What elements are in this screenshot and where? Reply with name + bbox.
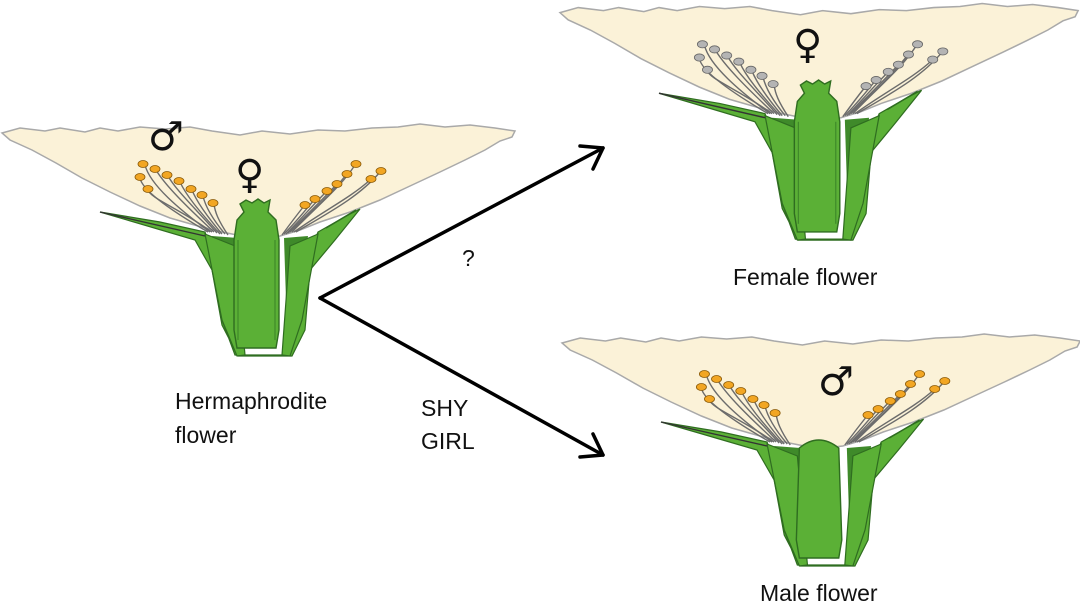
female-flower-symbol: ♀: [793, 22, 822, 68]
male-flower-label: Male flower: [760, 580, 878, 606]
unknown-path-label: ?: [462, 245, 475, 271]
anthers-fertile-male: [695, 370, 951, 419]
male-flower-symbol: ♂: [818, 359, 854, 405]
arrowhead-female: [578, 144, 605, 171]
anthers-sterile: [693, 40, 949, 91]
gene-label-shy: SHY: [421, 395, 468, 421]
arrowhead-male: [578, 432, 605, 459]
hermaphrodite-label-line1: Hermaphrodite: [175, 388, 327, 414]
arrows: [318, 144, 605, 459]
gene-label-girl: GIRL: [421, 428, 475, 454]
female-symbol: ♀: [235, 152, 264, 198]
hermaphrodite-flower: ♂ ♀ Hermaphrodite flower: [1, 114, 516, 448]
hermaphrodite-label-line2: flower: [175, 422, 237, 448]
arrow-to-female: [318, 146, 605, 300]
male-flower: [561, 333, 1080, 567]
female-flower: [559, 2, 1079, 241]
arrow-to-male: [318, 296, 605, 457]
anthers-fertile: [134, 160, 387, 209]
male-symbol: ♂: [148, 114, 184, 160]
female-flower-label: Female flower: [733, 264, 878, 290]
